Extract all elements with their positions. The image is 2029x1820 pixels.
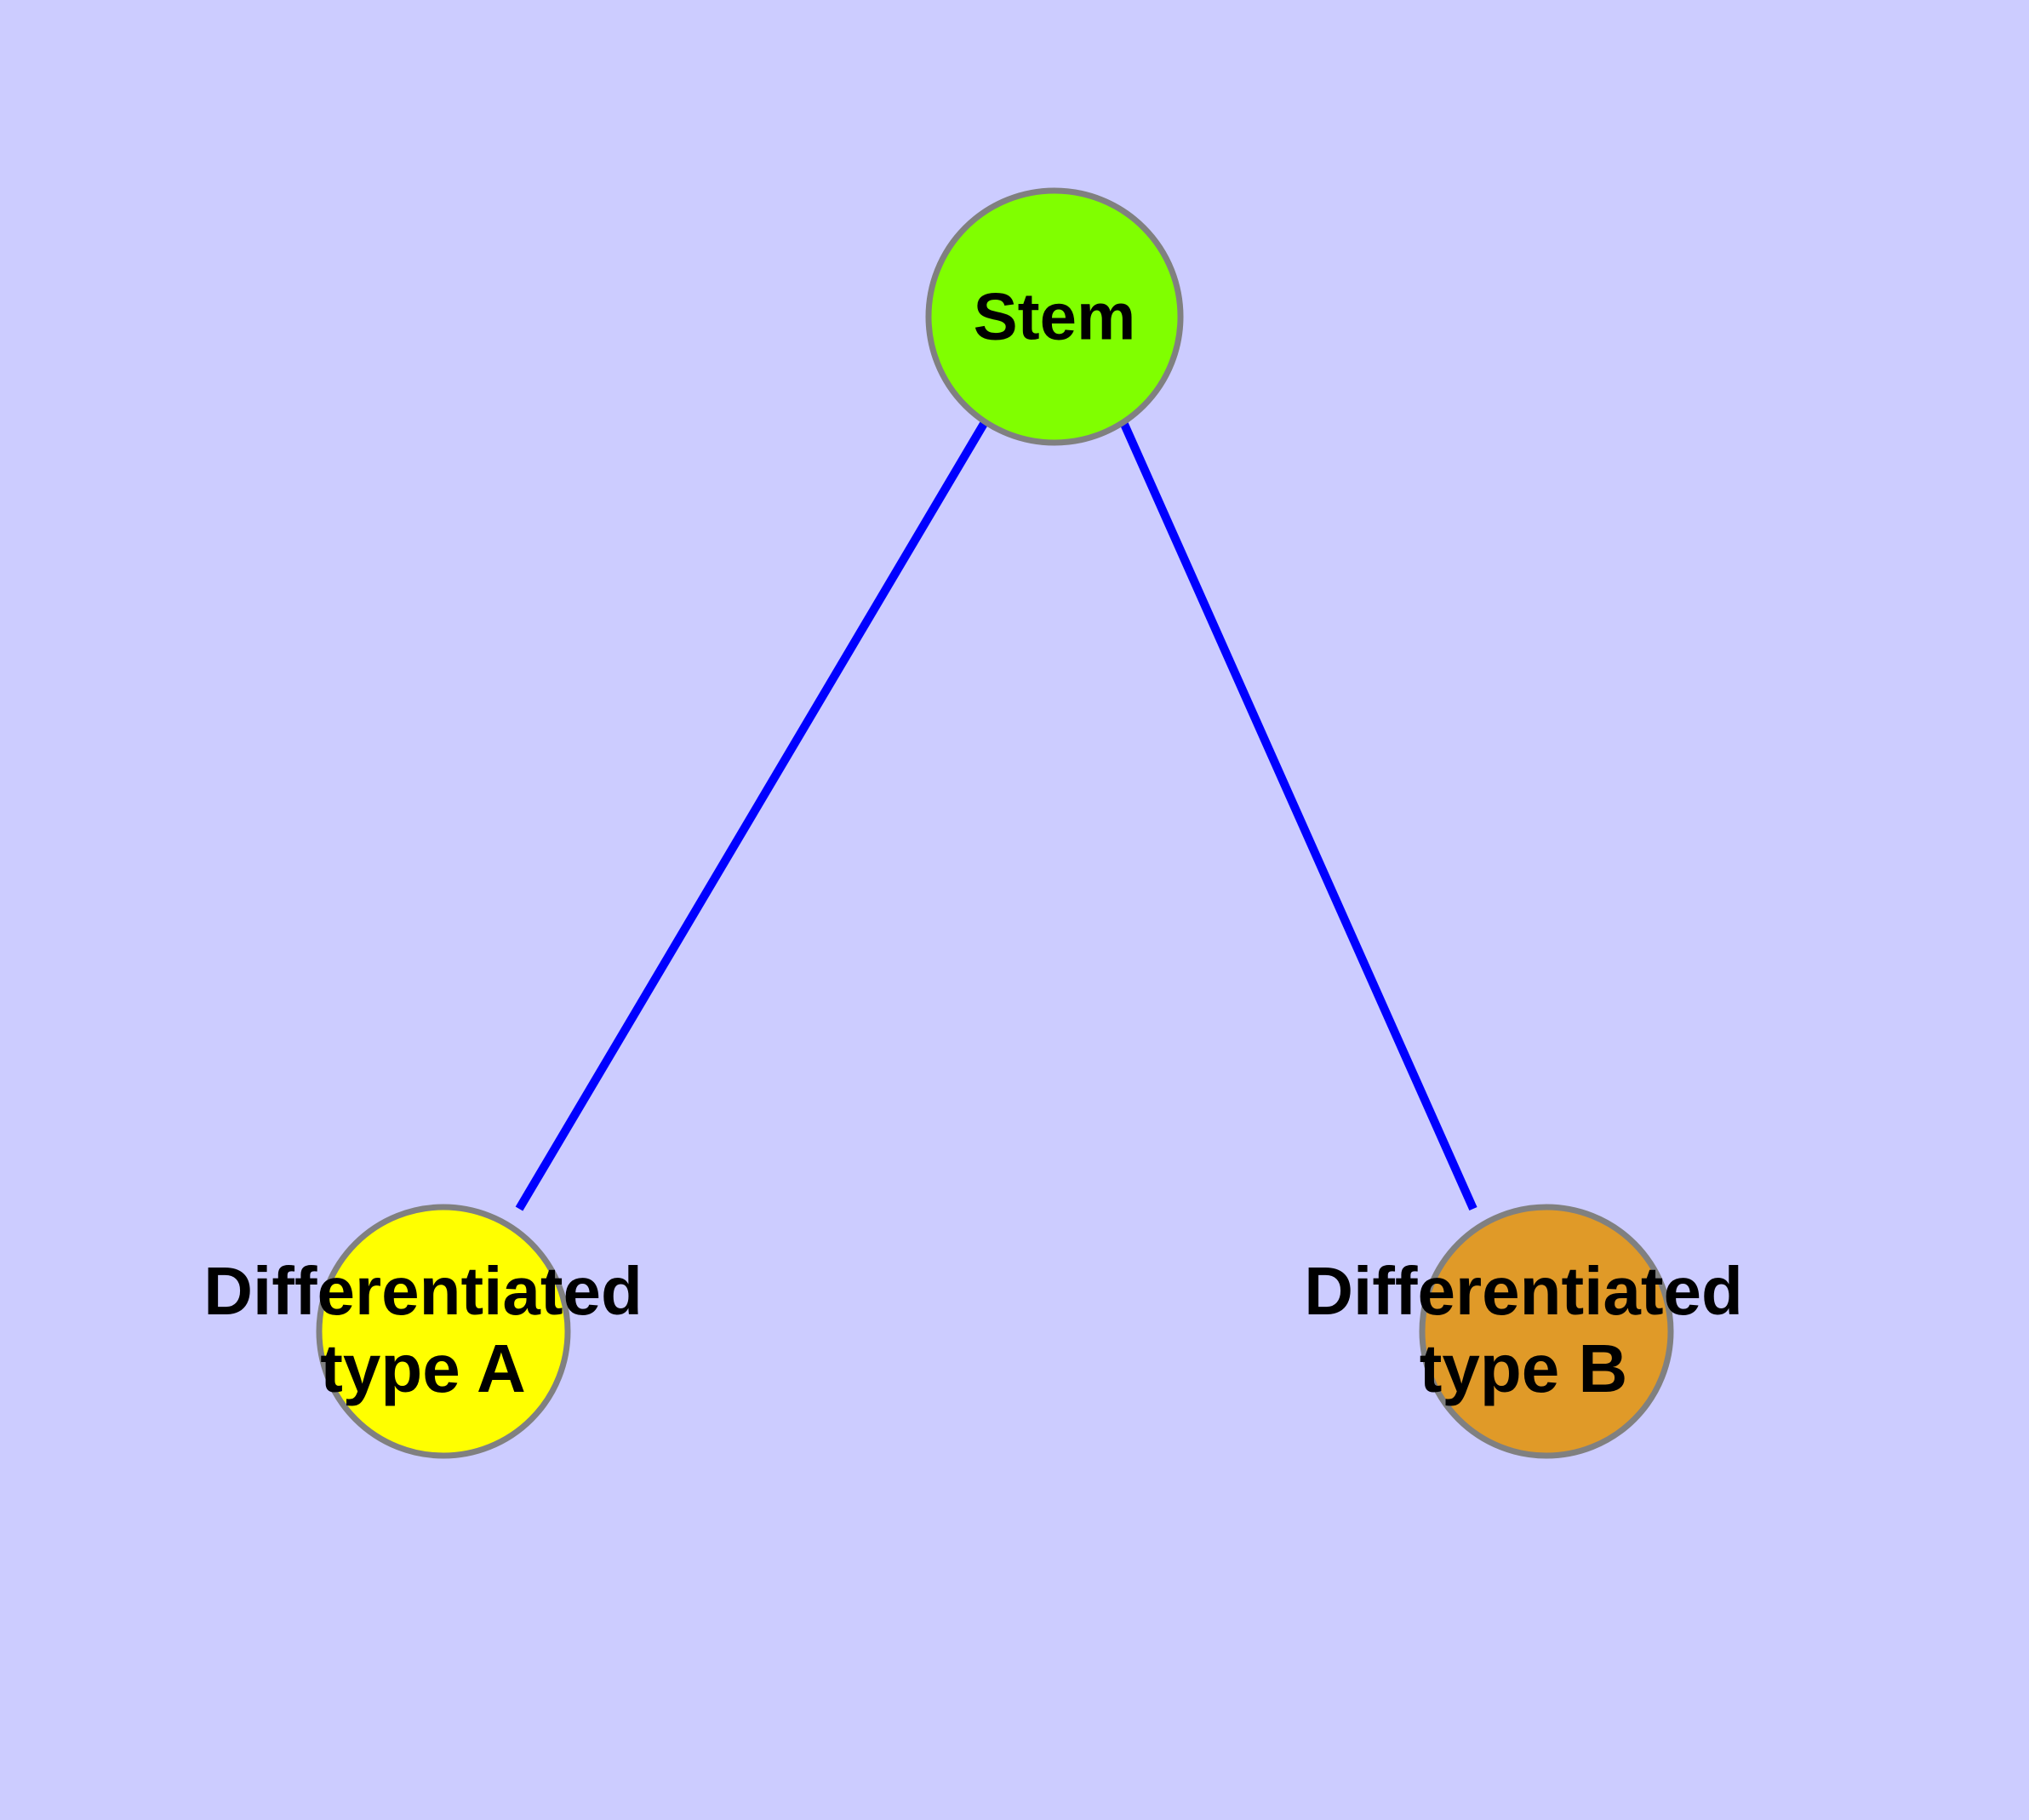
edge-stem-to-differentiated-type-b[interactable] [1119, 420, 1477, 1211]
node-layer [316, 187, 1674, 1459]
node-differentiated-type-a[interactable] [316, 1204, 571, 1459]
node-stem[interactable] [925, 187, 1184, 446]
edge-stem-to-differentiated-type-a[interactable] [515, 420, 989, 1211]
edge-layer [515, 420, 1477, 1211]
node-differentiated-type-b[interactable] [1419, 1204, 1674, 1459]
